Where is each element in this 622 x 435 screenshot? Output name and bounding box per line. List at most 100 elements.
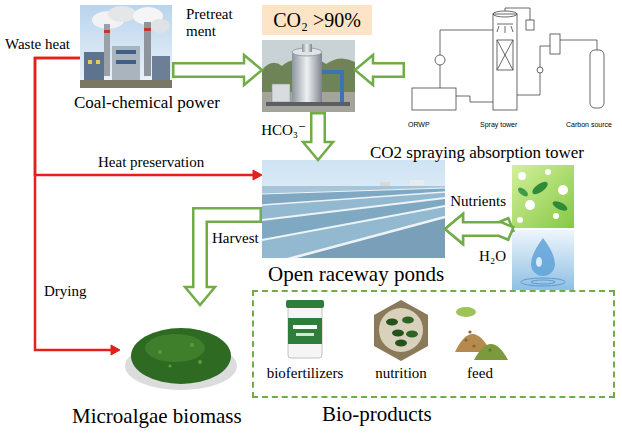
raceway-pond-photo <box>262 188 445 258</box>
arrow-head <box>355 55 373 85</box>
schematic-box: CO2 spraying absorption tower <box>405 5 618 135</box>
water-image <box>531 238 555 276</box>
flow-arrow <box>172 55 262 85</box>
edge-label: Harvest <box>212 230 272 247</box>
biomass-box: Microalgae biomass <box>120 305 242 398</box>
group-label: Bio-products <box>322 402 432 426</box>
coal-plant-illustration <box>152 56 170 82</box>
biofertilizer-jar <box>296 333 314 336</box>
water-image <box>521 278 565 286</box>
nutrients-image <box>525 200 535 210</box>
raceway-pond-photo <box>380 182 390 186</box>
biofertilizer-jar <box>286 300 324 308</box>
tower-schematic-drawing <box>511 26 513 32</box>
flow-arrow <box>445 214 512 244</box>
coal-plant-illustration <box>144 22 151 76</box>
biomass-powder-photo <box>198 360 202 364</box>
nutrients-image <box>558 185 568 195</box>
arrow-head <box>445 214 463 244</box>
arrow-head <box>253 170 262 180</box>
tower-schematic-drawing <box>497 24 513 25</box>
connector-shaft <box>35 58 253 175</box>
tower-schematic-drawing <box>405 5 618 135</box>
tower-schematic-drawing <box>456 96 493 102</box>
input-label: H₂O <box>479 248 506 265</box>
water-image <box>512 230 574 290</box>
absorption-tower-photo <box>266 102 350 106</box>
connector-hollow <box>461 229 510 233</box>
product-label: biofertilizers <box>267 365 344 382</box>
nutrition-tablets <box>374 300 428 361</box>
node-label: Microalgae biomass <box>72 404 242 428</box>
coal-plant-illustration <box>80 80 172 88</box>
tower-schematic-drawing <box>435 55 445 65</box>
coal-plant-illustration <box>88 60 92 64</box>
arrow-head <box>185 287 215 305</box>
nutrition-tablets <box>392 330 404 337</box>
edge-label: Drying <box>44 283 114 300</box>
biofertilizer-jar <box>286 300 324 358</box>
nutrition-tablets <box>406 331 418 338</box>
absorption-tower-photo <box>262 40 355 112</box>
product-box: biofertilizers <box>275 298 335 362</box>
feed-piles <box>472 344 475 347</box>
edge-label: Heat preservation <box>98 154 248 171</box>
tower-schematic-drawing <box>493 11 517 17</box>
tower-schematic-drawing <box>497 26 499 32</box>
feed-piles <box>474 344 508 360</box>
raceway-pond-photo <box>262 206 445 258</box>
feed-piles <box>468 330 471 333</box>
tower-schematic-drawing <box>505 8 530 20</box>
nutrition-tablets <box>402 317 414 324</box>
input-box: H₂O <box>512 230 574 290</box>
coal-plant-illustration <box>84 52 104 82</box>
connector-hollow <box>175 65 247 76</box>
flow-arrow <box>355 55 405 85</box>
coal-plant-illustration <box>116 60 136 64</box>
tower-schematic-drawing <box>497 40 513 70</box>
product-group: Bio-productsbiofertilizersnutritionfeed <box>252 290 615 398</box>
water-image <box>512 230 574 290</box>
input-label: Nutrients <box>450 193 506 210</box>
nutrients-image <box>553 213 559 219</box>
raceway-pond-photo <box>262 206 445 240</box>
raceway-pond-photo <box>262 217 445 258</box>
nutrients-image <box>512 165 574 228</box>
tower-schematic-drawing <box>497 40 513 70</box>
edge-label: HCO₃⁻ <box>250 122 306 139</box>
arrow-head <box>303 142 333 160</box>
biomass-powder-photo <box>168 364 171 367</box>
coal-plant-illustration <box>104 30 110 33</box>
tower-schematic-drawing <box>493 14 517 110</box>
nutrients-image <box>518 172 526 180</box>
feed-piles <box>489 349 492 352</box>
coal-plant-illustration <box>112 46 140 82</box>
tower-schematic-drawing <box>526 20 534 30</box>
absorption-tower-photo <box>340 70 344 104</box>
raceway-pond-photo <box>262 198 445 220</box>
connector-hollow <box>371 65 403 76</box>
flow-arrow <box>185 215 262 305</box>
water-image <box>531 280 555 284</box>
coal-plant-illustration <box>96 60 100 64</box>
schematic-part-label: ORWP <box>408 121 430 129</box>
raceway-pond-photo <box>262 192 445 205</box>
nutrients-image <box>517 217 523 223</box>
coal-plant-illustration <box>108 6 136 22</box>
flow-arrow <box>303 112 333 160</box>
tower-schematic-drawing <box>560 40 597 50</box>
coal-plant-illustration <box>80 5 172 88</box>
node-label: Coal-chemical power <box>74 93 220 113</box>
water-image <box>536 257 542 267</box>
node-label: CO2 spraying absorption tower <box>370 143 584 163</box>
coal-plant-illustration <box>116 50 136 54</box>
nutrition-tablets <box>386 319 398 326</box>
absorption-tower-photo <box>262 40 355 112</box>
biofertilizer-jar <box>288 318 322 344</box>
arrow-head <box>111 345 120 355</box>
nutrition-tablets <box>379 308 423 352</box>
nutrients-image <box>516 186 529 198</box>
node-label: Open raceway ponds <box>268 262 444 286</box>
